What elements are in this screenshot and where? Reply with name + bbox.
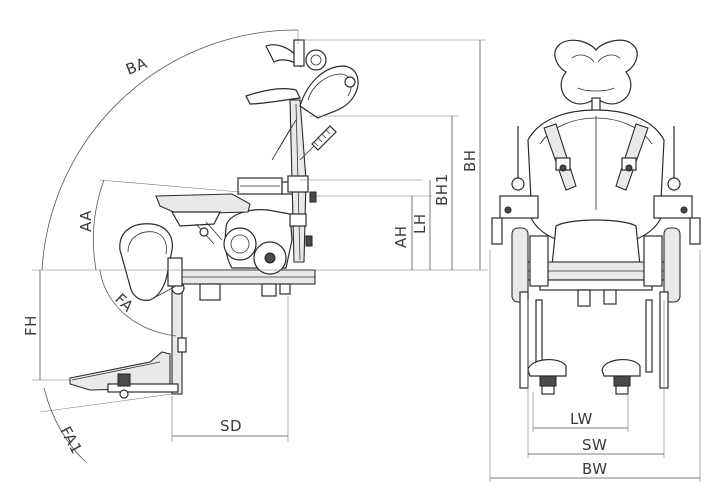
- label-lh: LH: [411, 213, 429, 234]
- spring-damper: [299, 125, 337, 161]
- label-fa1: FA1: [56, 423, 85, 457]
- caster: [119, 389, 129, 399]
- label-ba: BA: [123, 54, 150, 79]
- label-fh: FH: [22, 315, 40, 336]
- fa-arc: [99, 269, 177, 337]
- front-view: [491, 39, 701, 395]
- label-sd: SD: [220, 417, 242, 435]
- back-frame: [271, 99, 313, 263]
- seat-hub: [223, 227, 287, 275]
- side-view: [69, 39, 359, 399]
- headrest: [245, 39, 359, 119]
- label-bh1: BH1: [433, 173, 451, 206]
- aa-arc: [93, 179, 105, 271]
- label-lw: LW: [570, 410, 593, 428]
- label-bh: BH: [461, 149, 479, 172]
- label-bw: BW: [582, 460, 608, 478]
- base-frame: [174, 269, 316, 301]
- dimension-lines: [32, 29, 701, 482]
- label-aa: AA: [77, 210, 95, 232]
- front-headrest: [554, 39, 638, 115]
- ba-arc: [41, 29, 299, 271]
- label-ah: AH: [392, 225, 410, 248]
- harness-straps: [543, 123, 649, 191]
- armrest-tray: [155, 193, 251, 245]
- label-sw: SW: [582, 436, 607, 454]
- front-side-supports: [491, 126, 701, 245]
- footrest-leg: [171, 281, 187, 395]
- fa1-arc: [43, 387, 87, 463]
- footplate: [69, 351, 179, 393]
- front-footplates: [527, 359, 641, 395]
